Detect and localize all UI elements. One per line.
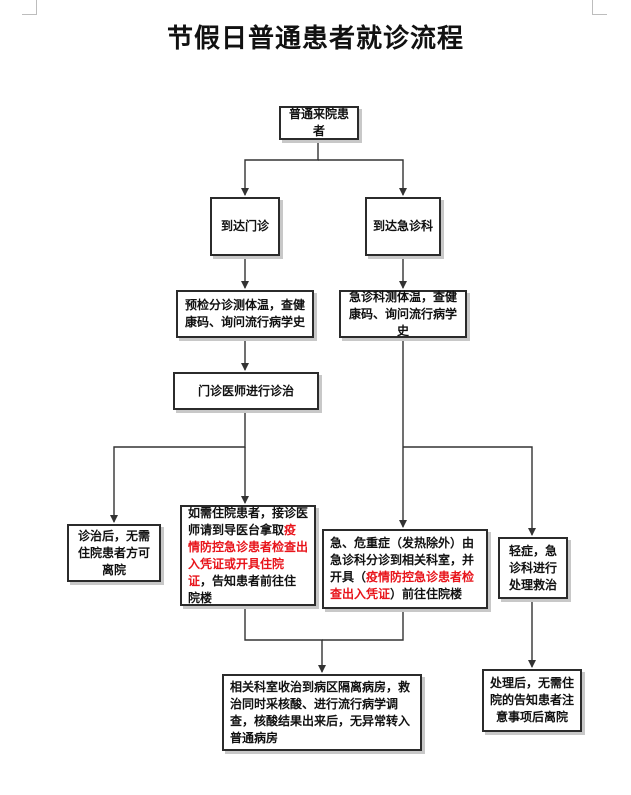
outpatient-node: 到达门诊 [210,197,280,256]
admit-text-highlight: 疫情防控急诊患者检查出入凭证或开具住院证 [188,522,309,588]
discharge-node: 诊治后，无需住院患者方可离院 [67,524,161,582]
critical-node: 急、危重症（发热除外）由急诊科分诊到相关科室，并开具（疫情防控急诊患者检查出入凭… [322,529,488,609]
critical-text-1: 急、危重症（发热除外）由急诊科分诊到相关科室，并开具（ [330,536,475,584]
after-treatment-node: 处理后，无需住院的告知患者注意事项后离院 [482,669,582,732]
admit-text-1: 如需住院患者，接诊医师请到导医台拿取 [188,505,309,537]
mild-node: 轻症，急诊科进行处理救治 [498,537,568,599]
start-node: 普通来院患者 [279,106,359,140]
emergency-node: 到达急诊科 [365,197,441,256]
critical-text-highlight: 疫情防控急诊患者检查出入凭证 [330,570,475,601]
corner-mark-right [592,0,607,15]
critical-text-2: ）前往住院楼 [390,587,463,601]
admit-text-2: ，告知患者前往住院楼 [188,573,297,605]
isolation-node: 相关科室收治到病区隔离病房，救治同时采核酸、进行流行病学调查，核酸结果出来后，无… [222,674,422,751]
outpatient-triage-node: 预检分诊测体温，查健康码、询问流行病学史 [176,290,314,338]
page-title: 节假日普通患者就诊流程 [166,24,464,54]
corner-mark-left [22,0,37,15]
admit-node: 如需住院患者，接诊医师请到导医台拿取疫情防控急诊患者检查出入凭证或开具住院证，告… [180,505,316,606]
doctor-visit-node: 门诊医师进行诊治 [173,372,319,410]
admit-text: 如需住院患者，接诊医师请到导医台拿取疫情防控急诊患者检查出入凭证或开具住院证，告… [188,505,308,607]
critical-text: 急、危重症（发热除外）由急诊科分诊到相关科室，并开具（疫情防控急诊患者检查出入凭… [330,535,480,603]
emergency-triage-node: 急诊科测体温，查健康码、询问流行病学史 [339,290,467,338]
